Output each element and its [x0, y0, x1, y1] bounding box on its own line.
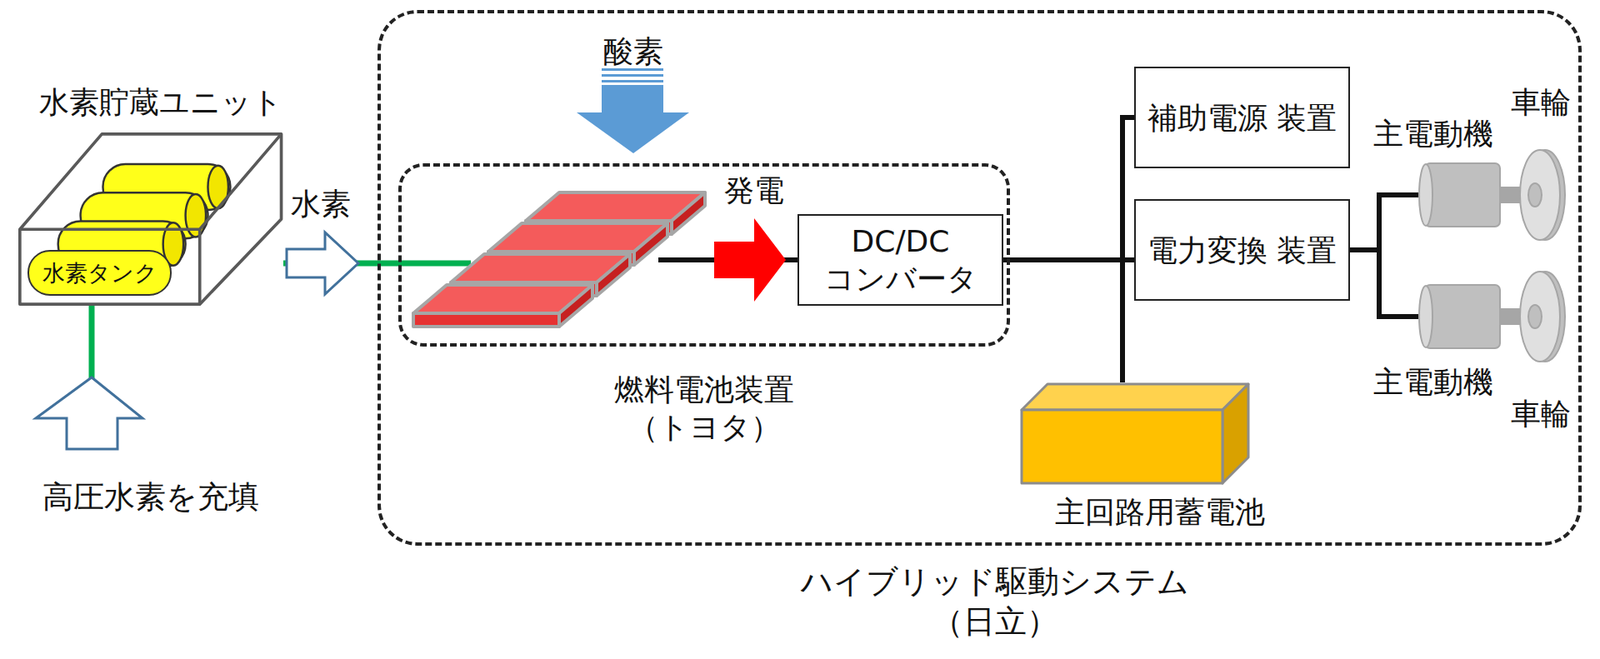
label-text: 車輪	[1510, 83, 1571, 121]
storage-unit: 水素貯蔵ユニット水素タンク	[18, 132, 284, 306]
generation-arrow	[714, 241, 756, 279]
hydrogen-pipe	[89, 305, 95, 380]
node-text: ハイブリッド駆動システム （日立）	[789, 562, 1201, 642]
motor: 主電動機	[1418, 148, 1567, 242]
hollow-arrow	[286, 232, 359, 295]
motor-wheel	[1418, 148, 1567, 242]
node-text: 水素タンク	[37, 259, 163, 288]
label-text: 酸素	[603, 32, 664, 70]
oxygen-stripe	[601, 68, 664, 71]
node-text: 主電動機	[1373, 363, 1494, 401]
node-text: 水素貯蔵ユニット	[39, 83, 283, 121]
oxygen-arrow	[601, 85, 664, 114]
oxygen-arrow	[576, 112, 690, 154]
hydrogen-pipe	[398, 260, 471, 267]
motor: 主電動機	[1418, 270, 1567, 364]
connector-line	[1003, 117, 1135, 260]
connector	[283, 232, 399, 295]
fill-arrow	[35, 377, 143, 450]
node-text: 補助電源 装置	[1142, 99, 1342, 137]
edge-label: 水素	[289, 185, 353, 223]
battery: 主回路用蓄電池	[1020, 382, 1250, 485]
connector	[1003, 117, 1135, 260]
generation-arrow	[754, 218, 786, 302]
node-text: 燃料電池装置 （トヨタ）	[599, 370, 810, 446]
node-text: 主電動機	[1373, 115, 1494, 153]
connector-line	[1350, 195, 1419, 250]
connector	[1350, 195, 1419, 250]
oxygen-stripe	[601, 74, 664, 77]
process-box: 補助電源 装置	[1134, 66, 1350, 169]
node-text: DC/DC コンバータ	[799, 222, 1002, 298]
hydrogen-tank: 水素タンク	[27, 250, 172, 296]
node-text: 電力変換 装置	[1142, 231, 1342, 270]
oxygen-stripe	[601, 80, 664, 83]
node-text: 主回路用蓄電池	[1055, 493, 1265, 531]
label-text: 高圧水素を充填	[42, 478, 260, 517]
motor-wheel	[1418, 270, 1567, 364]
connector	[1350, 250, 1419, 317]
connector	[1003, 260, 1123, 383]
fuel-cell-region: 燃料電池装置 （トヨタ）DC/DC コンバータ	[398, 163, 1010, 347]
label-text: 発電	[724, 171, 785, 210]
fuel-cell-stack	[413, 192, 705, 327]
label-text: 車輪	[1510, 395, 1571, 433]
battery-body	[1020, 382, 1250, 485]
connector-line	[1003, 260, 1123, 383]
connector-line	[1350, 250, 1419, 317]
system-region: ハイブリッド駆動システム （日立）燃料電池装置 （トヨタ）DC/DC コンバータ…	[377, 10, 1582, 546]
process-box: DC/DC コンバータ	[797, 214, 1004, 306]
process-box: 電力変換 装置	[1134, 199, 1350, 301]
